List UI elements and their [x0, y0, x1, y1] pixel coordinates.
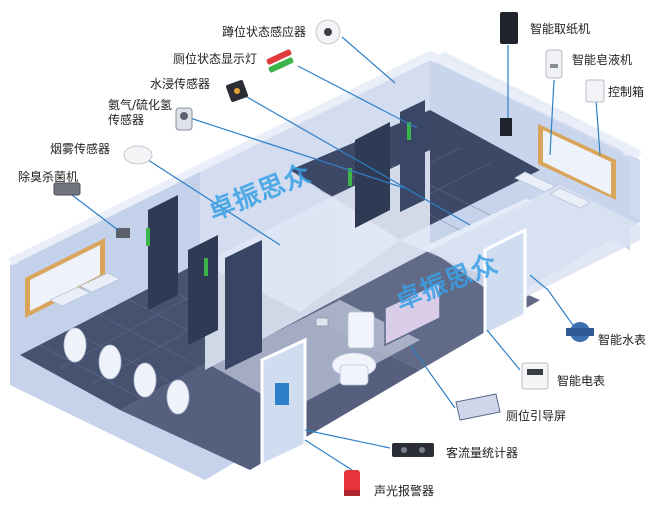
- leader-deodorizer: [71, 194, 119, 231]
- leader-squat-sensor: [341, 36, 396, 84]
- label-deodorizer: 除臭杀菌机: [18, 170, 79, 184]
- label-water-sensor: 水浸传感器: [150, 77, 211, 91]
- urinals: [63, 327, 190, 415]
- label-smoke-sensor: 烟雾传感器: [50, 142, 111, 156]
- label-gas-sensor: 氨气/硫化氢传感器: [108, 98, 173, 127]
- mirror-right: [538, 124, 616, 200]
- stall-light-4: [407, 122, 411, 140]
- leader-smoke-sensor: [144, 157, 281, 246]
- label-guide-screen: 厕位引导屏: [506, 409, 567, 423]
- stall-door-4: [355, 122, 390, 228]
- label-water-meter: 智能水表: [598, 333, 647, 347]
- stall-door-1: [148, 195, 178, 310]
- leader-soap-dispenser: [549, 79, 555, 156]
- toilet: [331, 311, 377, 386]
- leader-water-meter: [529, 274, 576, 329]
- water-sensor-icon: [226, 80, 248, 102]
- label-stall-light: 厕位状态显示灯: [173, 52, 258, 66]
- leader-water-sensor: [239, 92, 471, 226]
- sinks-left: [49, 272, 121, 307]
- gas-sensor-icon: [175, 107, 193, 131]
- leader-guide-screen: [409, 344, 456, 409]
- label-squat-sensor: 蹲位状态感应器: [222, 25, 307, 39]
- stall-door-2: [188, 235, 218, 345]
- stall-light-2: [204, 258, 208, 276]
- soap-dispenser-icon: [545, 49, 563, 79]
- squat-sensor-icon: [315, 19, 341, 45]
- paper-dispenser-icon: [500, 12, 518, 44]
- leader-gas-sensor: [189, 117, 405, 189]
- deodorizer-unit: [116, 228, 130, 238]
- sinks-right: [514, 171, 591, 209]
- smoke-sensor-icon: [123, 145, 153, 165]
- alarm-icon: [344, 470, 360, 496]
- label-people-counter: 客流量统计器: [446, 446, 519, 460]
- right-front-wall: [430, 185, 640, 305]
- water-meter-icon: [566, 322, 594, 342]
- label-control-box: 控制箱: [608, 85, 645, 99]
- label-power-meter: 智能电表: [557, 374, 606, 388]
- leader-control-box: [595, 99, 601, 156]
- label-paper-dispenser: 智能取纸机: [530, 22, 591, 36]
- guide-screen-icon: [455, 393, 501, 421]
- entry-door-right: [483, 227, 527, 338]
- label-soap-dispenser: 智能皂液机: [572, 53, 633, 67]
- label-alarm: 声光报警器: [374, 484, 435, 498]
- stall-light-1: [146, 228, 150, 246]
- paper-dispenser-unit: [500, 118, 512, 136]
- leader-stall-light: [297, 65, 418, 129]
- mirror-left: [25, 238, 105, 318]
- power-meter-icon: [521, 362, 549, 390]
- toilet-paper-holder: [315, 317, 329, 327]
- leader-people-counter: [304, 429, 391, 449]
- leader-lines: [71, 36, 601, 471]
- wall-top-edge: [8, 50, 642, 266]
- stall-light-icon: [266, 49, 294, 73]
- deodorizer-icon: [53, 182, 81, 196]
- stall-door-3: [225, 240, 262, 370]
- entry-door-left: [260, 337, 307, 468]
- stall-light-3: [348, 168, 352, 186]
- wall-guide-screen: [384, 280, 441, 347]
- people-counter-icon: [392, 443, 434, 457]
- leader-power-meter: [486, 329, 521, 371]
- leader-alarm: [304, 439, 353, 471]
- control-box-icon: [585, 79, 605, 103]
- stall-door-5: [400, 100, 425, 212]
